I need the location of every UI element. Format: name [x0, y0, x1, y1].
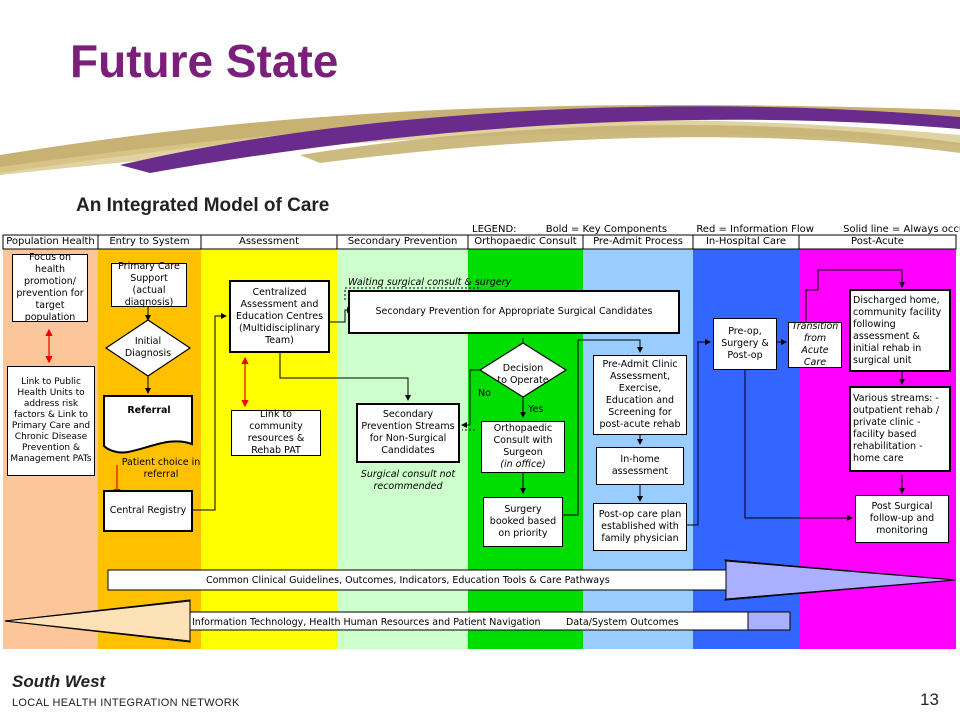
box-primary-care: Primary Care Support (actual diagnosis) [111, 261, 187, 308]
band-common-guidelines: Common Clinical Guidelines, Outcomes, In… [206, 575, 610, 586]
header-entry-to-system: Entry to System [109, 236, 190, 247]
box-focus-health-promotion: Focus on health promotion/ prevention fo… [12, 252, 88, 323]
band-information-technology: Information Technology, Health Human Res… [192, 617, 541, 628]
box-discharged-home: Discharged home, community facility foll… [849, 289, 951, 372]
box-secondary-prevention-appropriate: Secondary Prevention for Appropriate Sur… [348, 290, 680, 334]
header-pre-admit: Pre-Admit Process [593, 236, 683, 247]
ortho-consult-note: (in office) [500, 459, 546, 470]
box-various-streams: Various streams: - outpatient rehab / pr… [849, 386, 951, 472]
legend-label: LEGEND: [472, 224, 517, 235]
band-data-outcomes: Data/System Outcomes [566, 617, 679, 628]
text-initial-diagnosis: Initial Diagnosis [124, 336, 172, 359]
text-yes: Yes [528, 404, 544, 415]
box-link-community: Link to community resources & Rehab PAT [231, 409, 321, 456]
box-in-home-assessment: In-home assessment [596, 447, 684, 485]
header-in-hospital: In-Hospital Care [705, 236, 787, 247]
header-orthopaedic-consult: Orthopaedic Consult [474, 236, 577, 247]
footer-network-name: LOCAL HEALTH INTEGRATION NETWORK [12, 697, 240, 709]
box-post-surgical-followup: Post Surgical follow-up and monitoring [855, 495, 949, 543]
box-centralized-assessment: Centralized Assessment and Education Cen… [229, 280, 330, 353]
decision-diamond [478, 342, 568, 398]
text-not-recommended: Surgical consult not recommended [360, 469, 456, 492]
ortho-consult-label: Orthopaedic Consult with Surgeon [493, 423, 553, 458]
box-secondary-prevention-streams: Secondary Prevention Streams for Non-Sur… [356, 403, 460, 463]
legend: LEGEND: Bold = Key Components Red = Info… [472, 224, 960, 235]
header-post-acute: Post-Acute [851, 236, 904, 247]
decorative-swoosh [0, 105, 960, 175]
box-pre-admit-clinic: Pre-Admit Clinic Assessment, Exercise, E… [593, 355, 687, 435]
diagram-subtitle: An Integrated Model of Care [76, 195, 330, 216]
legend-red: Red = Information Flow [696, 224, 814, 235]
header-secondary-prevention: Secondary Prevention [347, 236, 458, 247]
box-link-public-health: Link to Public Health Units to address r… [7, 366, 95, 476]
legend-bold: Bold = Key Components [545, 224, 668, 235]
header-assessment: Assessment [239, 236, 299, 247]
text-no: No [478, 388, 491, 399]
box-transition-acute: Transition from Acute Care [788, 321, 842, 368]
text-patient-choice: Patient choice in referral [121, 457, 201, 480]
legend-solid: Solid line = Always occurs [843, 224, 960, 235]
text-decision-to-operate: Decision to Operate [497, 363, 549, 386]
text-waiting-consult: Waiting surgical consult & surgery [348, 277, 512, 288]
box-pre-op-surgery: Pre-op, Surgery & Post-op [713, 318, 777, 370]
box-central-registry: Central Registry [103, 490, 193, 532]
diagnosis-diamond [104, 319, 192, 377]
slide-title: Future State [70, 35, 339, 87]
footer-org-name: South West [12, 672, 106, 691]
box-surgery-booked: Surgery booked based on priority [483, 497, 563, 547]
header-population-health: Population Health [6, 236, 95, 247]
text-referral: Referral [127, 405, 171, 416]
header-grid [2, 234, 957, 250]
box-post-op-plan: Post-op care plan established with famil… [593, 503, 687, 551]
band-arrows [4, 559, 956, 643]
page-number: 13 [920, 690, 939, 709]
box-ortho-consult: Orthopaedic Consult with Surgeon (in off… [481, 421, 565, 473]
